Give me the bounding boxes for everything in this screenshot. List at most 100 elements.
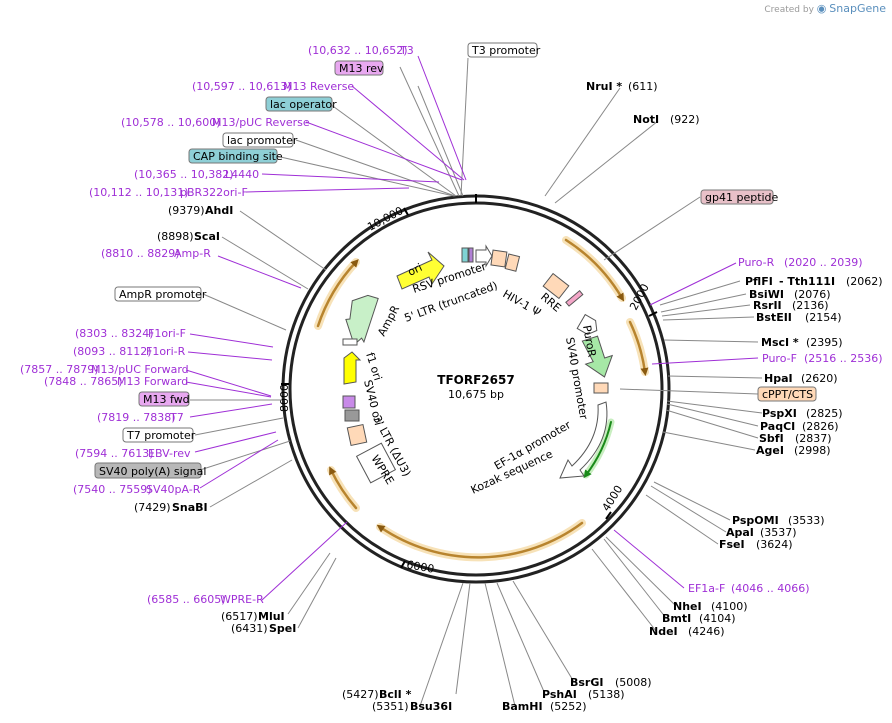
- enzyme-name: AhdI: [205, 204, 233, 217]
- ampr-arrow: [345, 294, 379, 346]
- ampr-promoter-mark: [342, 338, 358, 346]
- enzyme-name: BmtI: [662, 612, 691, 625]
- primer-name: M13 Forward: [117, 375, 188, 388]
- gp41-mark: [565, 289, 584, 307]
- enzyme-pos: (2076): [794, 288, 831, 301]
- enzyme-pos: (2154): [805, 311, 842, 324]
- feature-label: AmpR: [375, 303, 402, 338]
- primer-name: M13/pUC Reverse: [212, 116, 310, 129]
- enzyme-name: MscI *: [761, 336, 799, 349]
- primer-name: M13 Reverse: [283, 80, 354, 93]
- enzyme-pos: (2837): [795, 432, 832, 445]
- feature-box-label: cPPT/CTS: [762, 388, 813, 401]
- feature-boxes: T3 promoter M13 rev lac operator lac pro…: [94, 42, 817, 479]
- feature-box-label: M13 rev: [339, 62, 384, 75]
- enzyme-name: BsiWI: [749, 288, 784, 301]
- feature-box-label: lac promoter: [227, 134, 298, 147]
- enzyme-name: PspXI: [762, 407, 797, 420]
- lac-operator-mark: [461, 247, 469, 263]
- enzyme-name: RsrII: [753, 299, 782, 312]
- primer-name: Puro-F: [762, 352, 797, 365]
- enzyme-name: PaqCI: [760, 420, 795, 433]
- primer-name: Puro-R: [738, 256, 775, 269]
- enzyme-name: MluI: [258, 610, 285, 623]
- enzyme-name: HpaI: [764, 372, 793, 385]
- primers-right: Puro-R (2020 .. 2039) Puro-F (2516 .. 25…: [688, 256, 883, 595]
- cppt-box: [593, 382, 609, 394]
- enzyme-name: SbfI: [759, 432, 784, 445]
- enzyme-name: NheI: [673, 600, 702, 613]
- enzyme-pos: (2136): [792, 299, 829, 312]
- f1-ori-arrow: [343, 351, 362, 385]
- primer-range: (8093 .. 8112): [73, 345, 152, 358]
- enzyme-pos: (5008): [615, 676, 652, 689]
- enzymes-right: NruI * (611) NotI (922) PflFI - Tth111I …: [586, 80, 883, 638]
- enzyme-name: AgeI: [756, 444, 784, 457]
- enzyme-name: NdeI: [649, 625, 678, 638]
- primer-name: F1ori-R: [146, 345, 186, 358]
- rre-box: [542, 272, 570, 300]
- primer-range: (7848 .. 7865): [44, 375, 123, 388]
- primer-name: F1ori-F: [148, 327, 186, 340]
- feature-label: f1 ori: [363, 351, 384, 382]
- enzyme-pos: (2395): [806, 336, 843, 349]
- plasmid-name: TFORF2657: [437, 373, 514, 387]
- feature-label: HIV-1 Ψ: [501, 287, 544, 319]
- enzyme-name: Bsu36I: [410, 700, 452, 713]
- feature-label: PuroR: [580, 324, 598, 358]
- plasmid-title: TFORF2657 10,675 bp: [437, 373, 514, 401]
- primer-name: WPRE-R: [220, 593, 264, 606]
- sv40-promoter-arrow: [576, 313, 598, 335]
- primer-range: (10,112 .. 10,131): [89, 186, 189, 199]
- ltr3-box: [346, 423, 368, 447]
- feature-box-label: AmpR promoter: [119, 288, 207, 301]
- enzyme-name: ApaI: [726, 526, 754, 539]
- enzyme-name: BamHI: [502, 700, 543, 713]
- primer-name: pBR322ori-F: [180, 186, 248, 199]
- enzyme-pos: (2826): [802, 420, 839, 433]
- enzyme-pos: (9379): [168, 204, 205, 217]
- enzyme-name: ScaI: [194, 230, 220, 243]
- primer-range: (7819 .. 7838): [97, 411, 176, 424]
- enzyme-name: BstEII: [756, 311, 792, 324]
- enzyme-pos: (611): [628, 80, 658, 93]
- brand-prefix: Created by: [764, 5, 814, 15]
- enzymes-bottom: BsrGI (5008) PshAI (5138) BamHI (5252) (…: [342, 676, 652, 713]
- tick-label: 8000: [278, 384, 291, 412]
- enzyme-pos: (3533): [788, 514, 825, 527]
- enzyme-pos: (5252): [550, 700, 587, 713]
- enzyme-pos: (5138): [588, 688, 625, 701]
- plasmid-size: 10,675 bp: [448, 388, 504, 401]
- orf-arcs: [314, 236, 649, 562]
- enzyme-name: - Tth111I: [779, 275, 835, 288]
- leader-lines: [185, 55, 763, 707]
- enzymes-left: (9379) AhdI (8898) ScaI (7429) SnaBI (65…: [134, 204, 296, 635]
- ori-arrow: [396, 251, 445, 290]
- primer-range: (10,597 .. 10,613): [192, 80, 292, 93]
- enzyme-pos: (7429): [134, 501, 171, 514]
- feature-box-label: CAP binding site: [193, 150, 283, 163]
- enzyme-pos: (2620): [801, 372, 838, 385]
- enzyme-pos: (3624): [756, 538, 793, 551]
- snapgene-brand: Created by ◉ SnapGene: [764, 2, 886, 15]
- enzyme-name: FseI: [719, 538, 745, 551]
- puror-arrow: [581, 335, 614, 378]
- rsv-promoter-arrow: [475, 244, 493, 268]
- ef1a-promoter-arrow: [559, 401, 608, 479]
- primer-range: (2516 .. 2536): [804, 352, 883, 365]
- primer-range: (6585 .. 6605): [147, 593, 226, 606]
- enzyme-pos: (2998): [794, 444, 831, 457]
- primer-range: (7594 .. 7613): [75, 447, 154, 460]
- primer-name: T3: [399, 44, 414, 57]
- brand-name: SnapGene: [829, 2, 886, 15]
- enzyme-name: PshAI: [542, 688, 577, 701]
- primer-name: L4440: [225, 168, 259, 181]
- primer-name: EBV-rev: [148, 447, 191, 460]
- primer-range: (10,578 .. 10,600): [121, 116, 221, 129]
- primer-range: (10,632 .. 10,652): [308, 44, 408, 57]
- inner-features: [342, 244, 614, 484]
- tick-marks: [281, 194, 658, 569]
- primer-mark: [468, 247, 474, 263]
- primer-range: (8810 .. 8829): [101, 247, 180, 260]
